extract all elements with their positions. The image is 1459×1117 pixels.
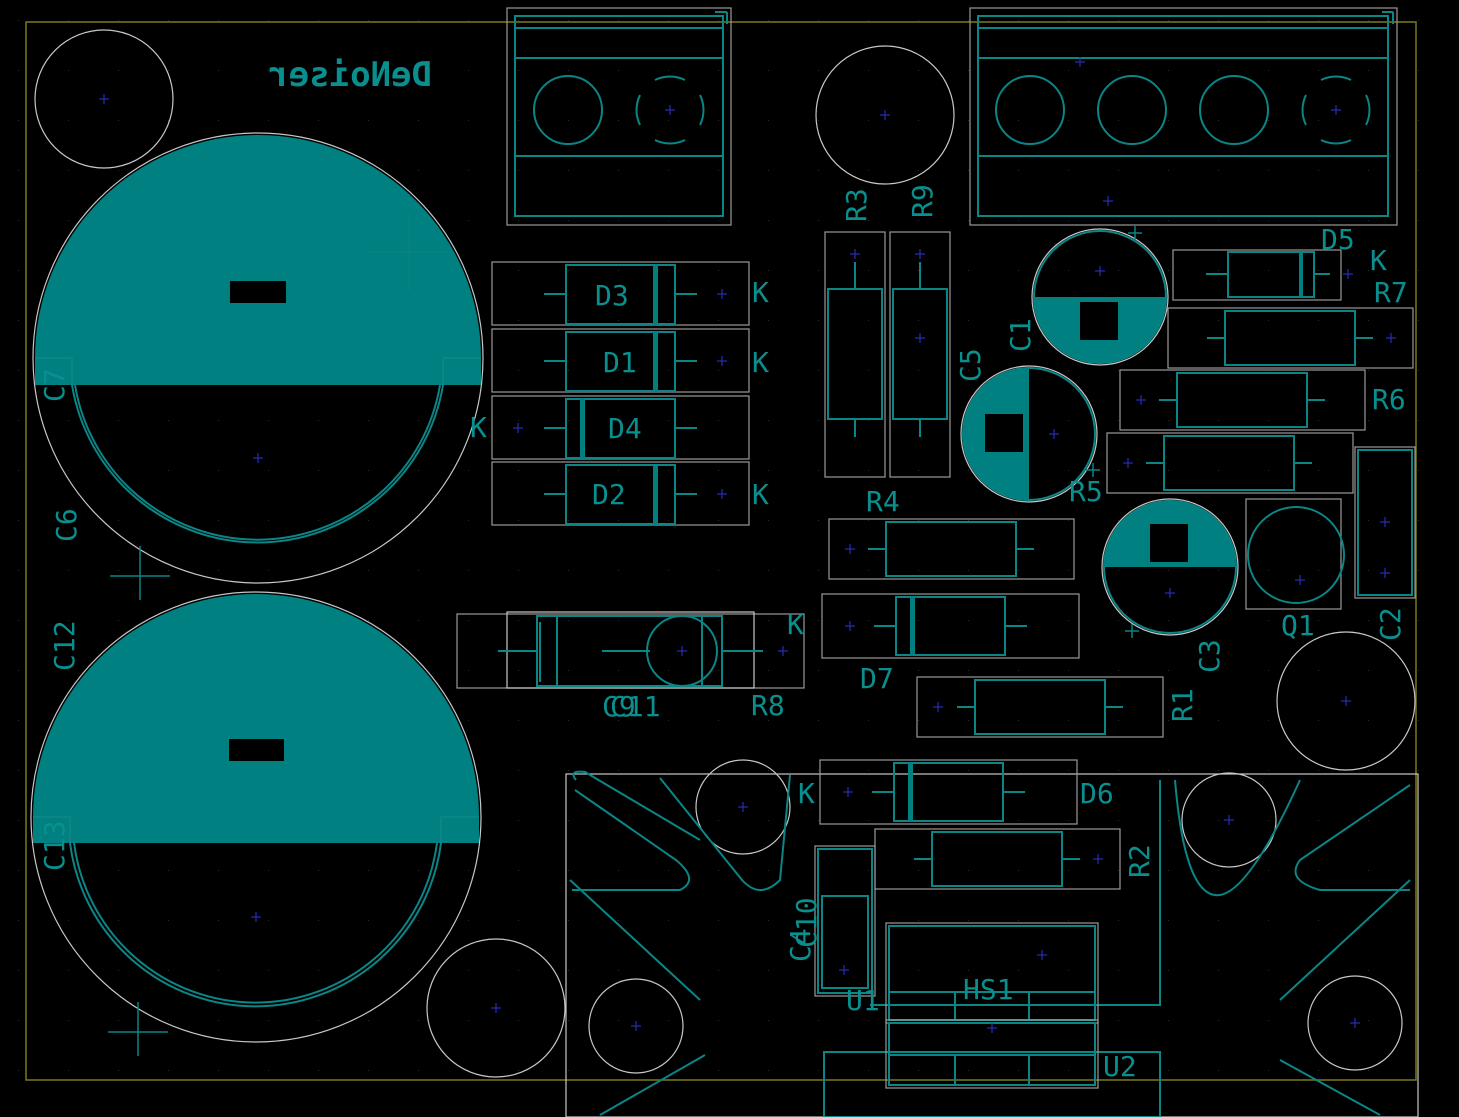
label-hs1: HS1 — [963, 973, 1014, 1006]
resistor-r7 — [1167, 307, 1414, 369]
label-c5: C5 — [954, 348, 987, 382]
label-r1: R1 — [1166, 688, 1199, 722]
resistor-r5 — [1106, 432, 1354, 494]
label-r3: R3 — [840, 188, 873, 222]
diode-d1 — [491, 328, 750, 393]
resistor-r6 — [1119, 369, 1366, 431]
label-d6: D6 — [1080, 777, 1114, 810]
label-d1: D1 — [603, 346, 637, 379]
regulator-u2 — [885, 1019, 1099, 1089]
label-d7: D7 — [860, 662, 894, 695]
capacitor-c2 — [1354, 446, 1416, 599]
label-r5: R5 — [1069, 475, 1103, 508]
label-u2: U2 — [1103, 1050, 1137, 1083]
label-d2: D2 — [592, 478, 626, 511]
label-k-d1: K — [752, 346, 769, 379]
label-r8: R8 — [751, 689, 785, 722]
label-q1: Q1 — [1281, 609, 1315, 642]
resistor-r4 — [828, 518, 1075, 580]
label-r4: R4 — [866, 485, 900, 518]
diode-d7 — [821, 593, 1080, 659]
label-u1: U1 — [846, 984, 880, 1017]
capacitor-c7 — [32, 132, 484, 600]
label-r7: R7 — [1374, 276, 1408, 309]
label-c11: C11 — [610, 690, 661, 723]
board-title: DeNoiser — [268, 55, 432, 95]
resistor-r1 — [916, 676, 1164, 738]
heatsink-hs1 — [565, 759, 1419, 1117]
terminal-block-4pin — [969, 7, 1398, 226]
label-c9: C9 — [602, 690, 636, 723]
label-k-d2: K — [752, 478, 769, 511]
board-edge — [25, 21, 1417, 1081]
label-d3: D3 — [595, 279, 629, 312]
diode-d3 — [491, 261, 750, 326]
label-k-cluster: K — [787, 608, 804, 641]
label-r6: R6 — [1372, 383, 1406, 416]
capacitor-c13 — [30, 591, 482, 1056]
label-c6: C6 — [50, 508, 83, 542]
label-c4: C4 — [784, 928, 817, 962]
resistor-r3 — [824, 231, 886, 478]
svg-text:DeNoiser: DeNoiser — [268, 55, 432, 95]
transistor-q1 — [1245, 498, 1345, 610]
label-k-d3: K — [752, 276, 769, 309]
label-c1: C1 — [1004, 318, 1037, 352]
label-r9: R9 — [906, 184, 939, 218]
label-d5: D5 — [1321, 223, 1355, 256]
component-cluster-c9-c11-r8 — [456, 611, 805, 689]
diode-d4 — [491, 395, 750, 460]
capacitor-c5 — [960, 365, 1100, 503]
label-r2: R2 — [1123, 844, 1156, 878]
label-d4: D4 — [608, 412, 642, 445]
label-k-d5: K — [1370, 244, 1387, 277]
diode-d2 — [491, 461, 750, 526]
label-c7: C7 — [38, 368, 71, 402]
mounting-holes — [34, 29, 1416, 1078]
label-c3: C3 — [1193, 639, 1226, 673]
label-k-d6: K — [798, 777, 815, 810]
capacitor-c1 — [1031, 226, 1169, 366]
capacitor-c3 — [1101, 498, 1239, 638]
diode-d5 — [1172, 249, 1353, 301]
diode-d6 — [819, 759, 1078, 825]
label-c2: C2 — [1374, 607, 1407, 641]
label-c13: C13 — [38, 820, 71, 871]
terminal-block-2pin — [506, 7, 732, 226]
resistor-r9 — [889, 231, 951, 478]
capacitor-c10 — [814, 845, 876, 997]
label-c10: C10 — [790, 897, 823, 948]
label-k-d4: K — [470, 411, 487, 444]
label-c12: C12 — [48, 620, 81, 671]
